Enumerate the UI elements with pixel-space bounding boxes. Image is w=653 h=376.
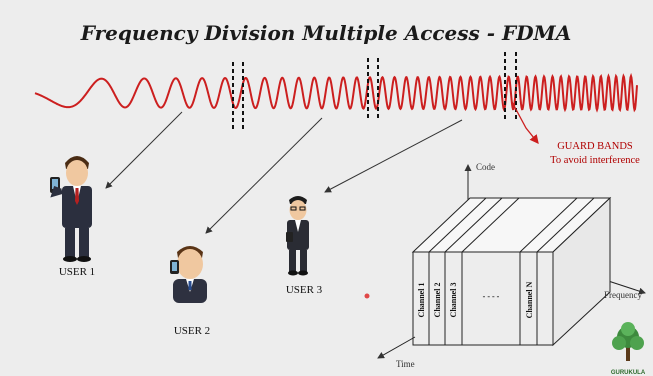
guard-bands-sublabel: To avoid interference bbox=[550, 155, 640, 166]
gurukula-logo bbox=[612, 322, 644, 361]
user-2-figure bbox=[170, 246, 207, 303]
pointer-dot bbox=[364, 293, 370, 299]
user-3-figure bbox=[286, 196, 309, 276]
channel-ellipsis: - - - - bbox=[483, 292, 500, 301]
channel-2-label: Channel 2 bbox=[433, 283, 442, 318]
logo-text: GURUKULA bbox=[611, 370, 646, 376]
code-axis-label: Code bbox=[476, 162, 495, 172]
user-2-label: USER 2 bbox=[174, 325, 210, 337]
channel-box bbox=[377, 164, 646, 359]
user-3-label: USER 3 bbox=[286, 284, 323, 296]
time-axis bbox=[377, 336, 416, 359]
arrow-to-user-3 bbox=[324, 119, 463, 193]
channel-n-label: Channel N bbox=[525, 281, 534, 318]
channel-3-label: Channel 3 bbox=[449, 283, 458, 318]
arrow-to-user-1 bbox=[105, 111, 183, 189]
channel-1-label: Channel 1 bbox=[417, 283, 426, 318]
user-1-figure bbox=[50, 156, 92, 262]
time-axis-label: Time bbox=[396, 359, 415, 369]
page-title: Frequency Division Multiple Access - FDM… bbox=[80, 21, 571, 45]
arrow-to-user-2 bbox=[205, 117, 323, 234]
guard-band-arrow bbox=[511, 101, 539, 145]
guard-bands-label: GUARD BANDS bbox=[557, 141, 633, 152]
frequency-axis-label: Frequency bbox=[604, 290, 642, 300]
frequency-wave bbox=[34, 72, 638, 113]
user-1-label: USER 1 bbox=[59, 266, 95, 278]
